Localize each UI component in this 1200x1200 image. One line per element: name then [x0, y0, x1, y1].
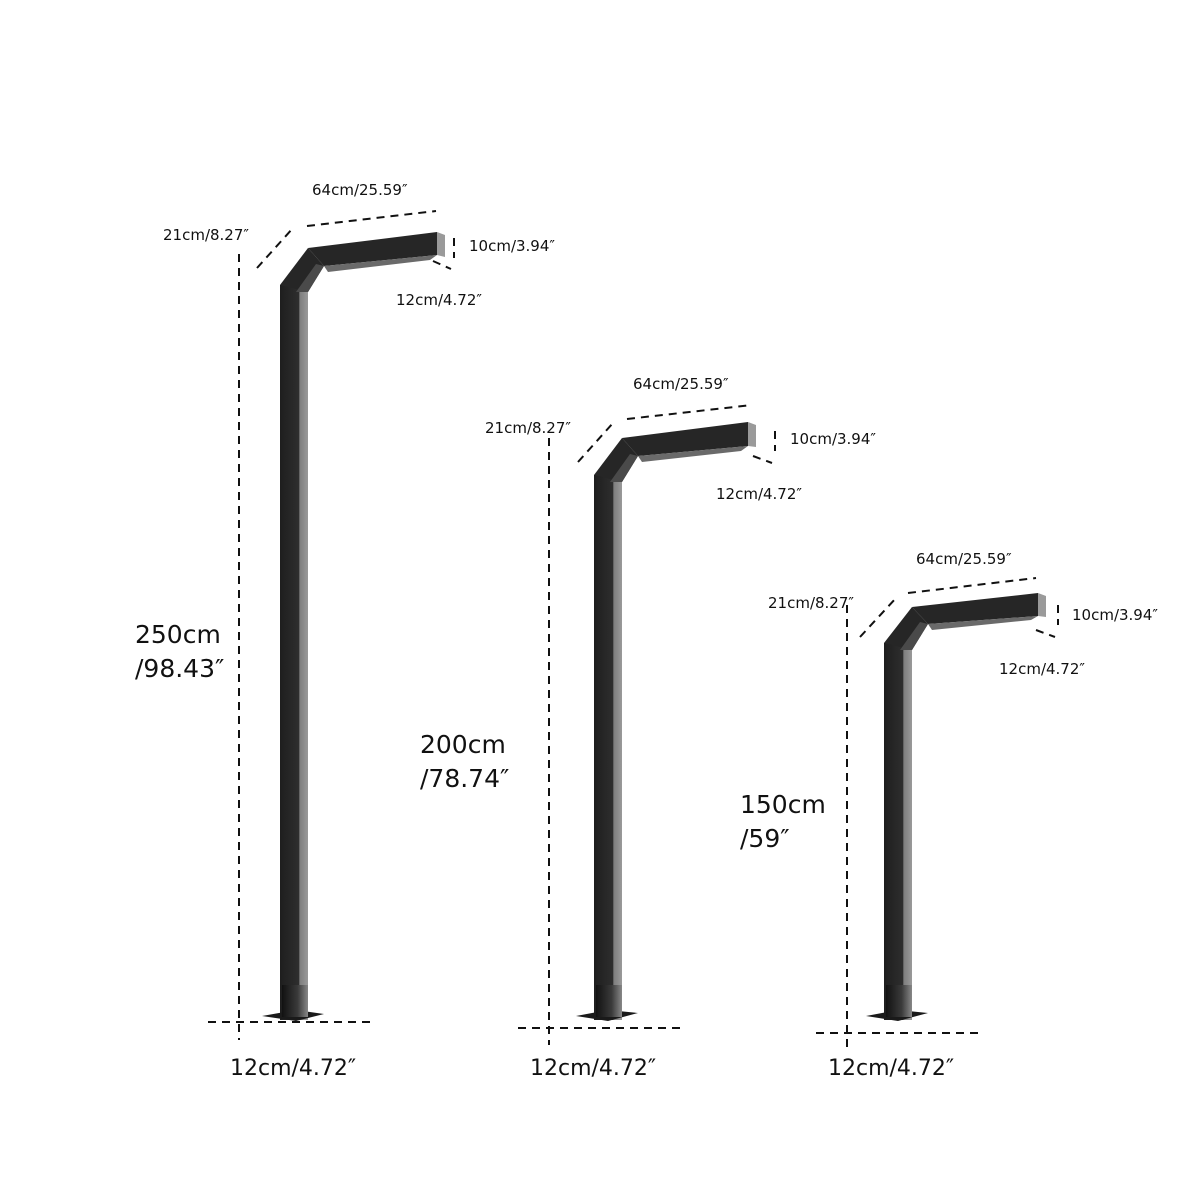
height-label-cm: 150cm: [740, 790, 826, 819]
height-label: 150cm /59″: [740, 788, 826, 856]
height-label-cm: 250cm: [135, 620, 221, 649]
pole: [280, 285, 308, 1020]
base-width-label: 12cm/4.72″: [828, 1056, 955, 1081]
height-label-in: /98.43″: [135, 653, 225, 683]
head-end: [748, 422, 756, 447]
dim-line-arm: [626, 404, 753, 420]
elbow-offset-label: 21cm/8.27″: [163, 226, 250, 244]
height-label-cm: 200cm: [420, 730, 506, 759]
arm-length-label: 64cm/25.59″: [633, 375, 729, 393]
head-depth-label: 10cm/3.94″: [469, 237, 556, 255]
dim-line-elbow: [256, 227, 294, 269]
elbow-offset-label: 21cm/8.27″: [768, 594, 855, 612]
lamp-tall: [208, 210, 455, 1040]
arm-length-label: 64cm/25.59″: [916, 550, 1012, 568]
base-width-label: 12cm/4.72″: [530, 1056, 657, 1081]
dim-line-head-width: [1035, 629, 1056, 638]
dim-line-arm: [306, 210, 437, 227]
elbow-underside: [900, 622, 928, 650]
dim-line-arm: [907, 577, 1037, 594]
arm: [308, 232, 437, 266]
head-depth-label: 10cm/3.94″: [790, 430, 877, 448]
dim-line-elbow: [859, 597, 897, 638]
head-width-label: 12cm/4.72″: [396, 291, 483, 309]
arm-length-label: 64cm/25.59″: [312, 181, 408, 199]
head-end: [1038, 593, 1046, 617]
head-depth-label: 10cm/3.94″: [1072, 606, 1159, 624]
elbow-underside: [610, 454, 638, 482]
elbow-offset-label: 21cm/8.27″: [485, 419, 572, 437]
lamp-medium: [518, 404, 776, 1045]
dim-line-head-width: [432, 260, 452, 270]
base-column: [886, 985, 912, 1017]
height-label-in: /59″: [740, 823, 790, 853]
pole: [594, 475, 622, 1020]
lamp-short: [816, 577, 1059, 1048]
arm: [622, 422, 748, 456]
dim-line-elbow: [577, 422, 614, 463]
head-width-label: 12cm/4.72″: [999, 660, 1086, 678]
arm-underside: [324, 255, 437, 272]
base-column: [282, 985, 308, 1017]
base-column: [596, 985, 622, 1017]
arm: [912, 593, 1038, 624]
height-label-in: /78.74″: [420, 763, 510, 793]
head-end: [437, 232, 445, 257]
head-width-label: 12cm/4.72″: [716, 485, 803, 503]
pole: [884, 643, 912, 1020]
height-label: 250cm /98.43″: [135, 618, 224, 686]
arm-underside: [928, 616, 1038, 630]
arm-underside: [638, 446, 748, 462]
dim-line-head-width: [752, 455, 773, 464]
base-width-label: 12cm/4.72″: [230, 1056, 357, 1081]
height-label: 200cm /78.74″: [420, 728, 509, 796]
elbow-underside: [296, 264, 324, 292]
